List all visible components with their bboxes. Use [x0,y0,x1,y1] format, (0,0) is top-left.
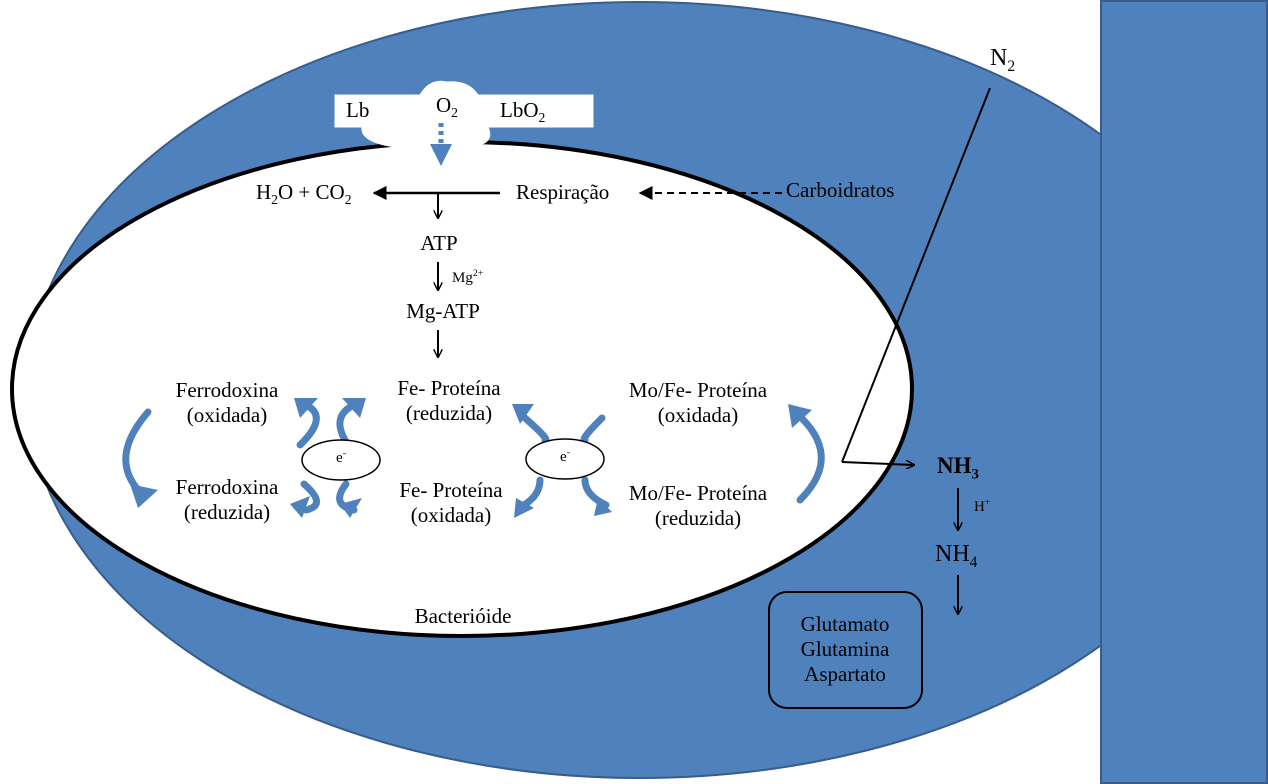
arrowhead-3 [290,496,310,518]
mg-label: Mg2+ [452,268,484,286]
electron-ellipse-left [301,439,381,481]
arrowhead-7 [594,498,612,516]
curved-arrow-5 [521,414,550,444]
ferrodoxin-oxidized-label: Ferrodoxina (oxidada) [175,378,279,428]
mofe-protein-oxidized-label: Mo/Fe- Proteína (oxidada) [628,378,768,428]
fe-protein-oxidized-label: Fe- Proteína (oxidada) [399,478,503,528]
bacteroid-label: Bacterióide [414,604,512,628]
product-item: Glutamina [800,637,890,662]
product-item: Aspartato [804,662,886,687]
n2-input-line [841,87,991,463]
fe-protein-reduced-label: Fe- Proteína (reduzida) [397,376,501,426]
curved-arrow-3 [300,480,320,514]
lb-label: Lb [346,98,370,122]
n2-to-nh3-arrow [841,462,914,465]
arrowhead-5 [512,404,534,424]
curved-arrow-1 [296,402,320,449]
n2-label: N2 [990,45,1016,75]
arrowhead-6 [514,498,534,518]
products-box [768,591,923,709]
mgatp-label: Mg-ATP [406,299,480,323]
arrowhead-2 [342,398,366,418]
h2o-co2-label: H2O + CO2 [256,180,352,208]
nh3-label: NH3 [937,453,979,483]
arrowhead-4 [340,498,362,518]
lbo2-label: LbO2 [500,98,546,126]
ferrodoxin-reduced-label: Ferrodoxina (reduzida) [175,475,279,525]
curved-arrow-7 [520,476,544,509]
carbohydrates-label: Carboidratos [786,178,895,202]
mofe-protein-reduced-label: Mo/Fe- Proteína (reduzida) [628,481,768,531]
arrowhead-1 [294,398,318,418]
o2-label: O2 [436,93,458,121]
arrowhead-ferro-down [130,484,158,508]
products-list: Glutamato Glutamina Aspartato [801,612,890,688]
leghemoglobin-bubble [334,80,594,148]
mofe-cycle-arrow [791,408,825,504]
respiration-label: Respiração [516,180,610,204]
proton-label: H+ [974,497,991,515]
electron-label-left: e- [336,448,346,466]
arrowhead-mofe-up [788,404,812,428]
curved-arrow-6 [580,414,606,444]
oxygen-arrow-head [430,144,452,166]
root-tissue-bar [1100,0,1268,784]
electron-label-right: e- [560,447,570,465]
atp-label: ATP [420,231,458,255]
product-item: Glutamato [800,612,890,636]
electron-ellipse-right [525,438,605,480]
nh4-label: NH4 [935,541,978,571]
